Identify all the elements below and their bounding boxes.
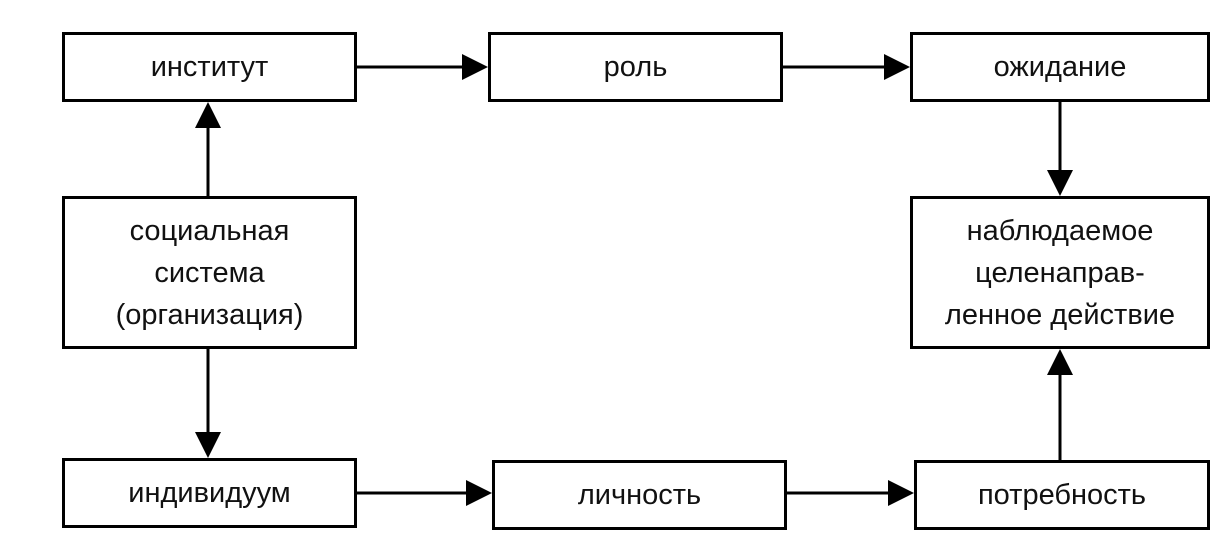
node-social-system-line3: (организация) <box>115 298 304 331</box>
node-individual: индивидуум <box>62 458 357 528</box>
node-personality-label: личность <box>577 479 702 511</box>
node-expectation-label: ожидание <box>993 51 1127 83</box>
arrowhead-personality-to-need <box>888 480 914 506</box>
node-social-system: социальная система (организация) <box>62 196 357 349</box>
node-observed-action-line1: наблюдаемое <box>966 214 1154 247</box>
node-need: потребность <box>914 460 1210 530</box>
arrowhead-expectation-to-observed-action <box>1047 170 1073 196</box>
node-institute: институт <box>62 32 357 102</box>
node-role: роль <box>488 32 783 102</box>
node-individual-label: индивидуум <box>128 477 291 509</box>
arrowhead-role-to-expectation <box>884 54 910 80</box>
node-observed-action-line2: целенаправ- <box>975 256 1145 289</box>
node-expectation: ожидание <box>910 32 1210 102</box>
node-role-label: роль <box>603 51 668 83</box>
arrowhead-need-to-observed-action <box>1047 349 1073 375</box>
node-observed-action: наблюдаемое целенаправ- ленное действие <box>910 196 1210 349</box>
arrowhead-social-system-to-institute <box>195 102 221 128</box>
node-personality: личность <box>492 460 787 530</box>
node-social-system-line2: система <box>154 256 265 289</box>
arrowhead-institute-to-role <box>462 54 488 80</box>
arrowhead-social-system-to-individual <box>195 432 221 458</box>
arrowhead-individual-to-personality <box>466 480 492 506</box>
node-observed-action-line3: ленное действие <box>944 298 1176 331</box>
node-need-label: потребность <box>977 479 1147 511</box>
node-social-system-line1: социальная <box>129 214 290 247</box>
node-institute-label: институт <box>150 51 269 83</box>
